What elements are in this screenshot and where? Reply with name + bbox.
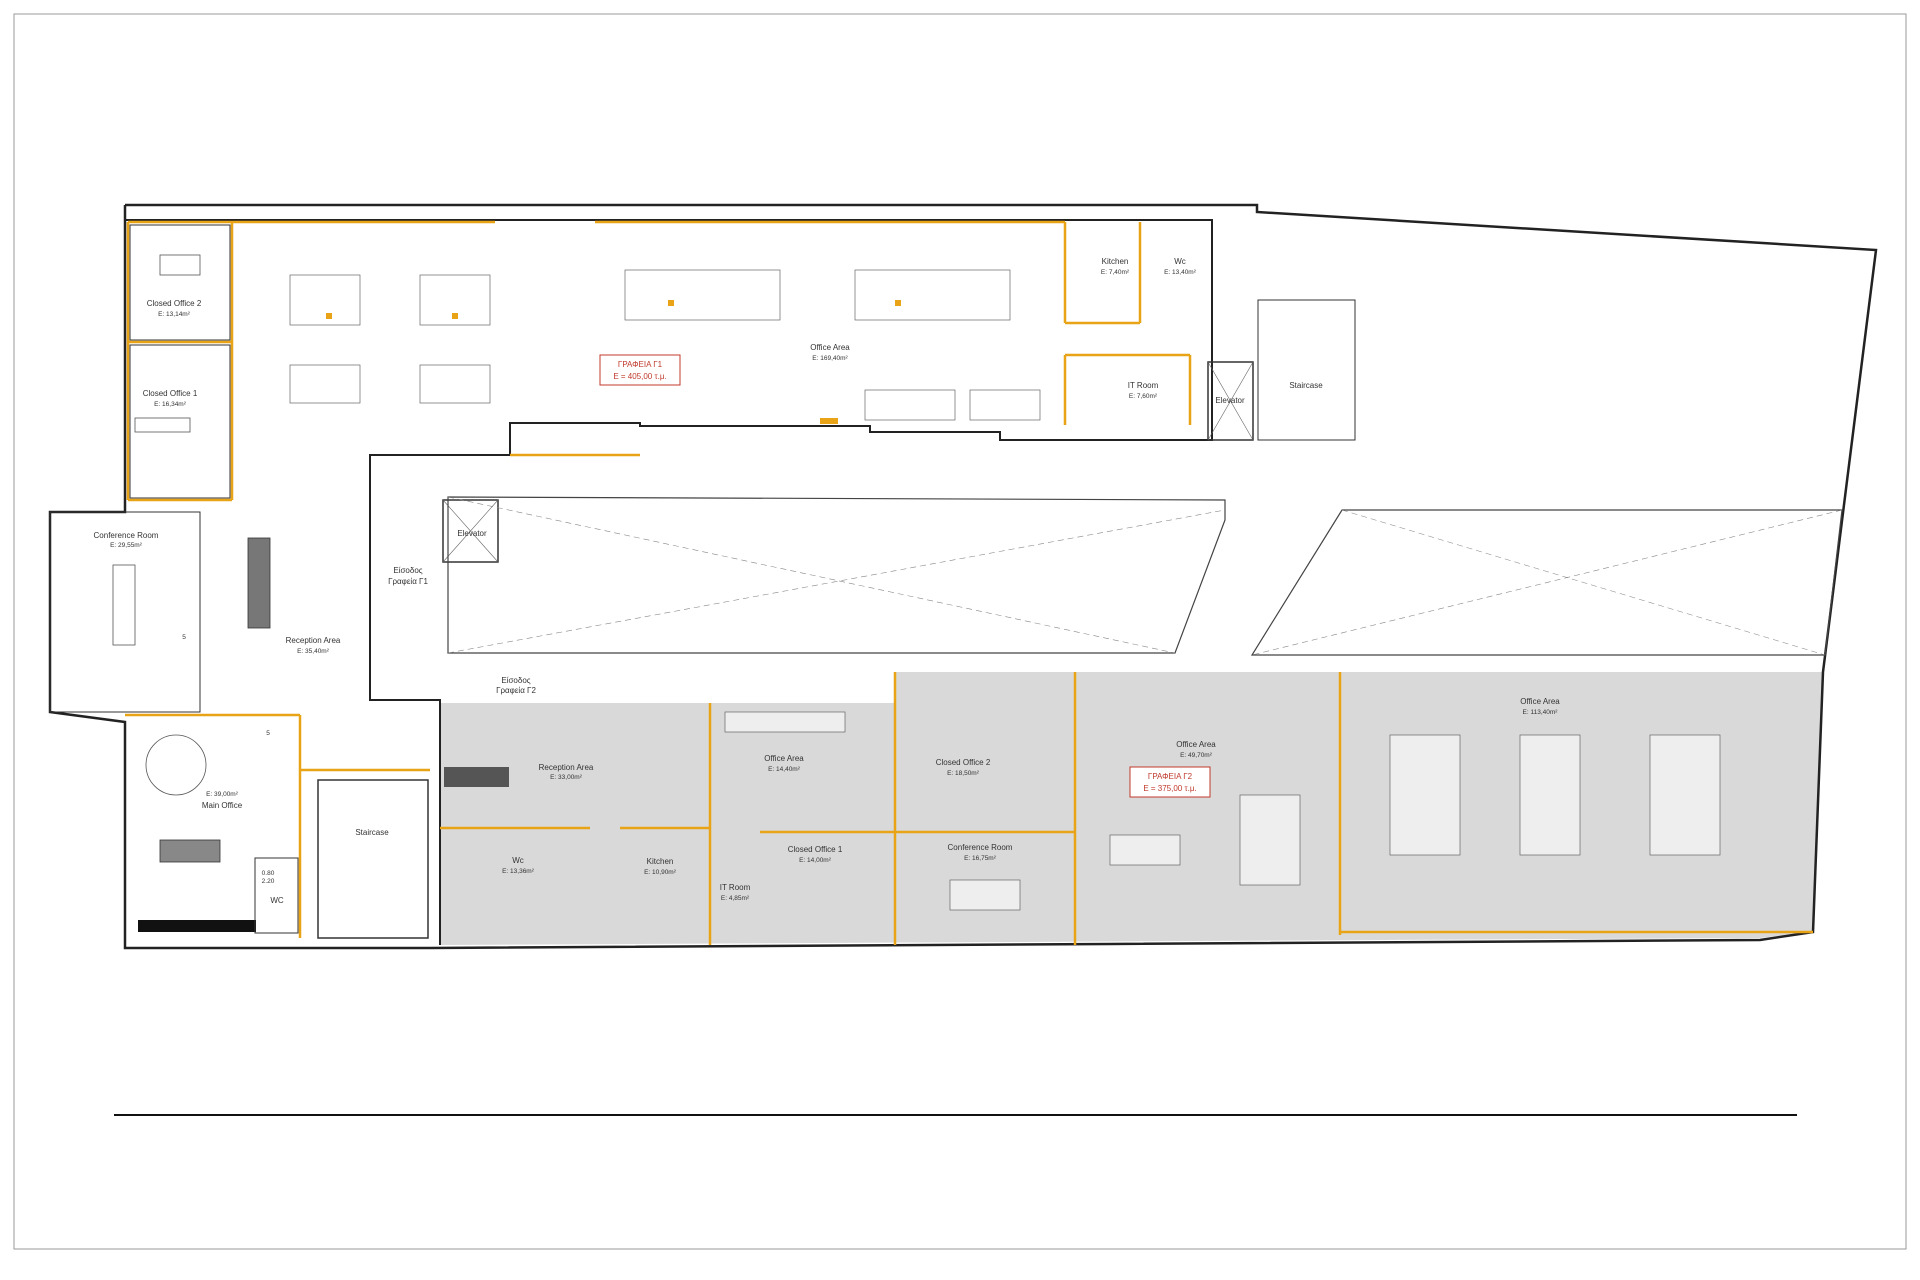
elevator-mid-label: Elevator xyxy=(457,529,487,538)
g1-desk-clusters xyxy=(289,269,1041,421)
g1-office-area-value: E: 169,40m² xyxy=(812,355,848,362)
g2-entrance-line2: Γραφεία Γ2 xyxy=(496,686,536,695)
closed-office-desks xyxy=(134,254,201,433)
main-office-label: Main Office xyxy=(202,801,243,810)
g1-accent-squares xyxy=(326,300,901,424)
g2-kitchen-label: Kitchen xyxy=(647,857,674,866)
reception-g1-label: Reception Area xyxy=(286,636,341,645)
main-office-area: E: 39,00m² xyxy=(206,791,239,798)
g1-entrance-line1: Είσοδος xyxy=(393,566,422,575)
g2-closed-office-2-label: Closed Office 2 xyxy=(936,758,991,767)
g1-kitchen-label: Kitchen xyxy=(1102,257,1129,266)
staircase-left-label: Staircase xyxy=(355,828,389,837)
area-box-g1 xyxy=(599,354,681,386)
conference-left-table xyxy=(112,564,136,646)
g1-boundary xyxy=(125,219,1213,945)
closed-office-1-label: Closed Office 1 xyxy=(143,389,198,398)
g2-conference-area: E: 16,75m² xyxy=(964,855,997,862)
g2-desk-clusters xyxy=(724,711,1721,911)
conference-left-area: E: 29,55m² xyxy=(110,542,143,549)
g1-accent-walls xyxy=(125,220,1813,945)
reception-g1-area: E: 35,40m² xyxy=(297,648,330,655)
door-dim-2: 2.20 xyxy=(262,878,275,885)
elevator-mid xyxy=(442,499,499,563)
g2-closed-office-1-area: E: 14,00m² xyxy=(799,857,832,864)
g2-kitchen-area: E: 10,90m² xyxy=(644,869,677,876)
g1-wc-area: E: 13,40m² xyxy=(1164,269,1197,276)
main-office-desk xyxy=(159,839,221,863)
g2-wc-area: E: 13,36m² xyxy=(502,868,535,875)
staircase-right xyxy=(1257,299,1356,441)
g2-it-room-area: E: 4,85m² xyxy=(721,895,750,902)
g1-it-room-label: IT Room xyxy=(1128,381,1159,390)
outline-helper xyxy=(125,205,1920,250)
elevator-right xyxy=(1207,361,1254,441)
area-box-g2-line1: ΓΡΑΦΕΙΑ Γ2 xyxy=(1148,772,1193,781)
area-box-g1-line2: E = 405,00 τ.μ. xyxy=(613,372,666,381)
sheet-border xyxy=(13,13,1907,1250)
reception-desk-g1 xyxy=(247,537,271,629)
level-marker-b: 5 xyxy=(266,730,270,737)
g2-closed-office-1-label: Closed Office 1 xyxy=(788,845,843,854)
g1-office-area-label: Office Area xyxy=(810,343,850,352)
g2-reception-label: Reception Area xyxy=(539,763,594,772)
staircase-right-label: Staircase xyxy=(1289,381,1323,390)
area-box-g2-line2: E = 375,00 τ.μ. xyxy=(1143,784,1196,793)
g1-wc-label: Wc xyxy=(1174,257,1186,266)
closed-office-2-area: E: 13,14m² xyxy=(158,311,191,318)
g2-reception-area: E: 33,00m² xyxy=(550,774,583,781)
g2-office-mid-label: Office Area xyxy=(1176,740,1216,749)
area-box-g2 xyxy=(1129,766,1211,798)
conference-room-left xyxy=(49,511,201,713)
main-office-cabinet xyxy=(138,920,256,932)
g2-closed-office-2-area: E: 18,50m² xyxy=(947,770,980,777)
g2-office-mid-area: E: 49,70m² xyxy=(1180,752,1213,759)
g2-office-small-area: E: 14,40m² xyxy=(768,766,801,773)
area-box-g1-line1: ΓΡΑΦΕΙΑ Γ1 xyxy=(618,360,663,369)
closed-office-1-area: E: 16,34m² xyxy=(154,401,187,408)
elevator-right-label: Elevator xyxy=(1215,396,1245,405)
g2-entrance-line1: Είσοδος xyxy=(501,676,530,685)
g2-office-small-label: Office Area xyxy=(764,754,804,763)
g1-it-room-area: E: 7,60m² xyxy=(1129,393,1158,400)
closed-office-2-label: Closed Office 2 xyxy=(147,299,202,308)
g2-it-room-label: IT Room xyxy=(720,883,751,892)
wc-small-room xyxy=(254,857,299,934)
conference-left-label: Conference Room xyxy=(94,531,159,540)
wc-small-label: WC xyxy=(270,896,284,905)
left-closed-offices xyxy=(129,224,231,499)
door-dim-1: 0.80 xyxy=(262,870,275,877)
g1-entrance-line2: Γραφεία Γ1 xyxy=(388,577,428,586)
staircase-left xyxy=(317,779,429,939)
g2-office-big-area: E: 113,40m² xyxy=(1523,709,1559,716)
g2-office-big-label: Office Area xyxy=(1520,697,1560,706)
level-marker-a: 5 xyxy=(182,634,186,641)
main-office-round-table xyxy=(145,734,207,796)
floor-g2-shaded xyxy=(440,672,1823,945)
g2-reception-desk xyxy=(444,767,509,787)
void-center xyxy=(447,496,1226,654)
g1-kitchen-area: E: 7,40m² xyxy=(1101,269,1130,276)
g2-wc-label: Wc xyxy=(512,856,524,865)
g2-conference-label: Conference Room xyxy=(948,843,1013,852)
